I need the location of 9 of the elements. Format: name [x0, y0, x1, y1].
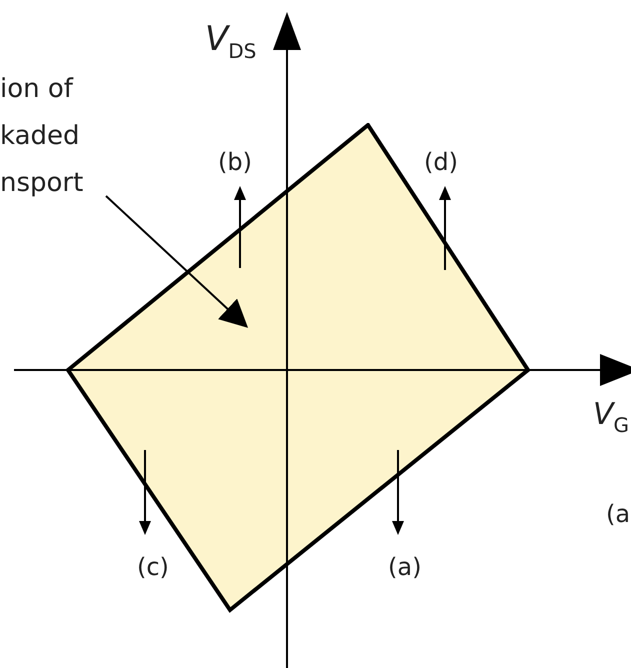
case-label: (a) — [388, 555, 422, 579]
axis-label: V$_{DS}$ — [205, 22, 256, 61]
axis-label: V$_{G}$ — [593, 400, 630, 435]
callout-text: ion of kaded nsport — [0, 73, 84, 200]
leader-arrow — [105, 195, 248, 328]
case-label: (b) — [218, 150, 252, 174]
case-label: (a — [606, 502, 630, 526]
case-label: (c) — [137, 555, 169, 579]
case-label: (d) — [424, 150, 458, 174]
